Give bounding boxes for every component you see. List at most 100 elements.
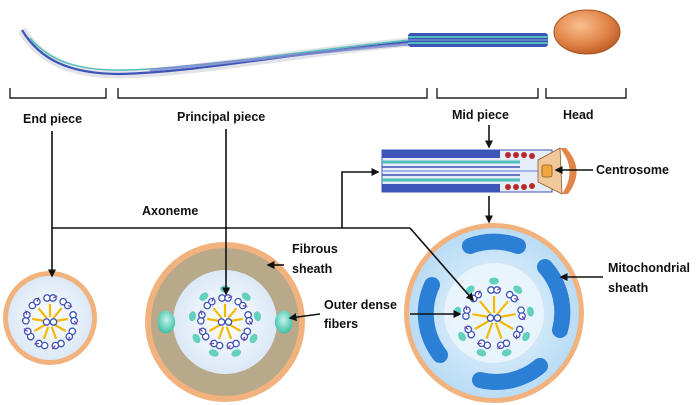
radial-spoke [227,307,238,319]
outer-dense-fiber [241,292,251,301]
radial-spoke [496,300,509,315]
outer-dense-fiber [458,331,466,342]
centrosome-body [541,164,553,178]
label-axoneme: Axoneme [142,204,198,218]
microtubule-doublet-icon [196,310,206,325]
tail-end-piece [18,27,411,79]
bracket-end-piece [9,88,107,99]
radial-spoke [37,307,48,319]
radial-spoke [50,326,58,340]
radial-spoke [33,323,47,332]
axoneme-end-piece [21,294,79,350]
head-base [560,148,577,194]
outer-dense-fiber [199,292,209,301]
label-principal-piece: Principal piece [177,110,265,124]
cross-section-mid-piece [404,223,584,403]
microtubule-doublet-icon [34,339,49,350]
microtubule-doublet-icon [209,339,224,350]
label-head: Head [563,108,594,122]
microtubule-doublet-icon [21,310,31,325]
outer-dense-fiber [526,306,534,317]
radial-spoke [228,323,242,332]
outer-dense-fiber [192,333,201,344]
microtubule-doublet-icon [226,339,240,350]
radial-spoke [212,307,223,319]
outer-dense-fiber [465,285,475,294]
microtubule-doublet-icon [512,325,524,340]
microtubule-doublet-icon [65,327,77,342]
axoneme-principal-piece [188,285,262,357]
segment-brackets [9,88,627,99]
radial-spoke [217,326,225,340]
outer-dense-fiber [253,311,262,322]
microtubule-doublet-icon [462,305,471,320]
arrow-outer-dense-left [288,313,321,322]
radial-spoke [498,313,516,319]
radial-spoke [479,300,492,315]
microtubule-doublet-icon [198,327,210,341]
mitochondrial-sheath-segments [417,233,571,390]
outer-dense-fiber [231,349,242,357]
bracket-head [545,88,627,99]
radial-spoke [472,313,490,319]
label-fibrous-sheath-2: sheath [292,262,332,276]
microtubule-doublet-icon [59,297,73,310]
cross-section-principal-piece [145,242,305,402]
label-mitochondrial-sheath-1: Mitochondrial [608,261,690,275]
radial-spoke [485,322,494,340]
outer-dense-fiber [513,285,523,294]
radial-spoke [474,319,491,330]
central-pair [486,314,502,322]
microtubule-doublet-icon [28,297,41,310]
radial-spoke [208,323,222,332]
pointer-arrows [48,125,603,322]
outer-dense-fibers-principal [157,310,293,334]
microtubule-doublet-icon [23,327,35,341]
sperm-cell [18,9,621,79]
outer-dense-fiber [489,277,499,285]
microtubule-doublet-icon [203,297,216,310]
axoneme-connectors [52,168,474,302]
outer-dense-fiber [522,331,530,342]
microtubule-doublet-icon [43,294,58,302]
radial-spoke [225,326,233,340]
microtubule-doublet-icon [496,339,511,350]
outer-dense-fiber [249,333,258,344]
outer-dense-fiber [208,349,219,357]
microtubule-doublet-icon [464,325,476,339]
outer-dense-fiber [476,349,487,357]
label-centrosome: Centrosome [596,163,669,177]
microtubule-doublet-icon [476,339,492,350]
central-pair [217,318,233,326]
tail-principal-piece [149,42,411,72]
radial-spoke [42,326,50,340]
microtubule-doublet-icon [505,290,519,303]
microtubule-doublet-icon [51,339,65,350]
radial-spoke [53,323,67,332]
outer-dense-fiber [501,349,512,357]
label-fibrous-sheath-1: Fibrous [292,242,338,256]
label-outer-dense-2: fibers [324,317,358,331]
tail-mid-piece [408,33,548,47]
microtubule-doublet-icon [487,286,502,294]
sperm-head [553,9,621,55]
label-mid-piece: Mid piece [452,108,509,122]
axoneme-mid-piece [454,277,534,357]
central-pair [42,318,58,326]
microtubule-doublet-icon [218,294,233,302]
label-end-piece: End piece [23,112,82,126]
radial-spoke [494,322,503,340]
microtubule-doublet-icon [234,297,248,310]
outer-dense-fiber [220,285,230,293]
microtubule-doublet-icon [240,327,252,342]
label-mitochondrial-sheath-2: sheath [608,281,648,295]
mid-piece-detail [381,147,577,195]
microtubule-doublet-icon [69,311,79,325]
mitochondria-beads [505,152,535,190]
radial-spoke [52,307,63,319]
microtubule-doublet-icon [517,306,526,321]
bracket-mid-piece [436,88,539,99]
cross-section-end-piece [3,271,97,365]
